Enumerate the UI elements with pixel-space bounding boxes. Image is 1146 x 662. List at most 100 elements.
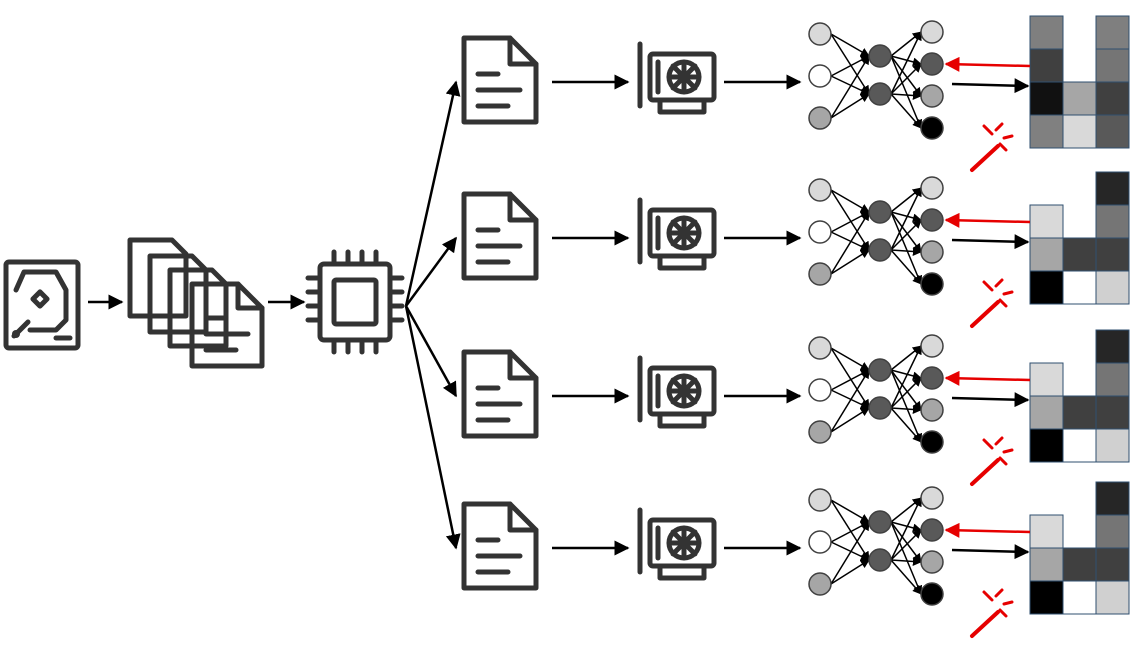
grid-cell [1095, 481, 1130, 516]
branches [461, 15, 1130, 638]
output-node [920, 550, 944, 574]
gpu-card-icon [637, 41, 717, 115]
grid-cell [1095, 270, 1130, 305]
grid-cell [1029, 114, 1064, 149]
magic-wand-icon [970, 588, 1014, 638]
arrow-cpu-to-branch [404, 236, 458, 307]
grid-cell [1029, 48, 1064, 83]
grid-cell [1029, 362, 1064, 397]
grid-cell [1029, 81, 1064, 116]
feedback-arrow [944, 212, 1031, 228]
grid-cell [1029, 514, 1064, 549]
feedback-arrow [944, 56, 1031, 72]
branch-row [461, 171, 1130, 328]
output-node [920, 582, 944, 606]
output-node [920, 486, 944, 510]
arrow-network-to-grid [951, 234, 1030, 250]
magic-wand-icon [970, 122, 1014, 172]
grid-cell [1062, 270, 1097, 305]
grid-cell [1095, 15, 1130, 50]
grid-cell [1095, 514, 1130, 549]
hidden-node [868, 510, 892, 534]
output-node [920, 84, 944, 108]
branch-row [461, 329, 1130, 486]
neural-network-icon [808, 176, 944, 296]
grid-cell [1062, 428, 1097, 463]
hard-drive-icon [3, 259, 81, 351]
input-node [808, 378, 832, 402]
input-node [808, 530, 832, 554]
input-node [808, 420, 832, 444]
branch-row [461, 15, 1130, 172]
arrow-cpu-to-branch [404, 305, 461, 550]
grid-cell [1029, 428, 1064, 463]
document-icon [461, 501, 539, 591]
grid-cell [1029, 204, 1064, 239]
grid-cell [1095, 362, 1130, 397]
grid-cell [1029, 270, 1064, 305]
gpu-card-icon [637, 507, 717, 581]
pixel-grid-icon [1029, 481, 1130, 615]
neural-network-icon [808, 486, 944, 606]
grid-cell [1062, 580, 1097, 615]
hidden-node [868, 358, 892, 382]
input-node [808, 572, 832, 596]
pixel-grid-icon [1029, 15, 1130, 149]
arrow-network-to-grid [951, 392, 1030, 408]
grid-cell [1095, 48, 1130, 83]
grid-cell [1029, 15, 1064, 50]
grid-cell [1062, 114, 1097, 149]
magic-wand-icon [970, 278, 1014, 328]
feedback-arrow [944, 522, 1031, 538]
grid-cell [1062, 237, 1097, 272]
hidden-node [868, 44, 892, 68]
output-node [920, 272, 944, 296]
output-node [920, 176, 944, 200]
feedback-arrow [944, 370, 1031, 386]
input-node [808, 262, 832, 286]
fan-out-arrows [404, 80, 461, 550]
input-node [808, 64, 832, 88]
output-node [920, 518, 944, 542]
grid-cell [1095, 237, 1130, 272]
cpu-chip-icon [305, 249, 405, 355]
input-node [808, 22, 832, 46]
document-icon [461, 191, 539, 281]
magic-wand-icon [970, 436, 1014, 486]
neural-network-icon [808, 334, 944, 454]
grid-cell [1062, 81, 1097, 116]
stacked-documents-icon [127, 237, 265, 369]
grid-cell [1095, 114, 1130, 149]
output-node [920, 430, 944, 454]
gpu-card-icon [637, 197, 717, 271]
hidden-node [868, 548, 892, 572]
hidden-node [868, 396, 892, 420]
grid-cell [1095, 428, 1130, 463]
grid-cell [1029, 237, 1064, 272]
arrow-network-to-grid [951, 78, 1030, 94]
output-node [920, 240, 944, 264]
output-node [920, 20, 944, 44]
hidden-node [868, 82, 892, 106]
pixel-grid-icon [1029, 171, 1130, 305]
document-icon [461, 35, 539, 125]
hidden-node [868, 200, 892, 224]
grid-cell [1095, 395, 1130, 430]
document-icon [461, 349, 539, 439]
grid-cell [1062, 547, 1097, 582]
input-node [808, 336, 832, 360]
arrow-cpu-to-branch [404, 80, 461, 307]
output-node [920, 398, 944, 422]
output-node [920, 208, 944, 232]
grid-cell [1095, 547, 1130, 582]
neural-network-icon [808, 20, 944, 140]
grid-cell [1095, 81, 1130, 116]
arrow-cpu-to-branch [404, 305, 458, 398]
grid-cell [1095, 204, 1130, 239]
input-node [808, 220, 832, 244]
input-node [808, 488, 832, 512]
hidden-node [868, 238, 892, 262]
grid-cell [1095, 580, 1130, 615]
pixel-grid-icon [1029, 329, 1130, 463]
